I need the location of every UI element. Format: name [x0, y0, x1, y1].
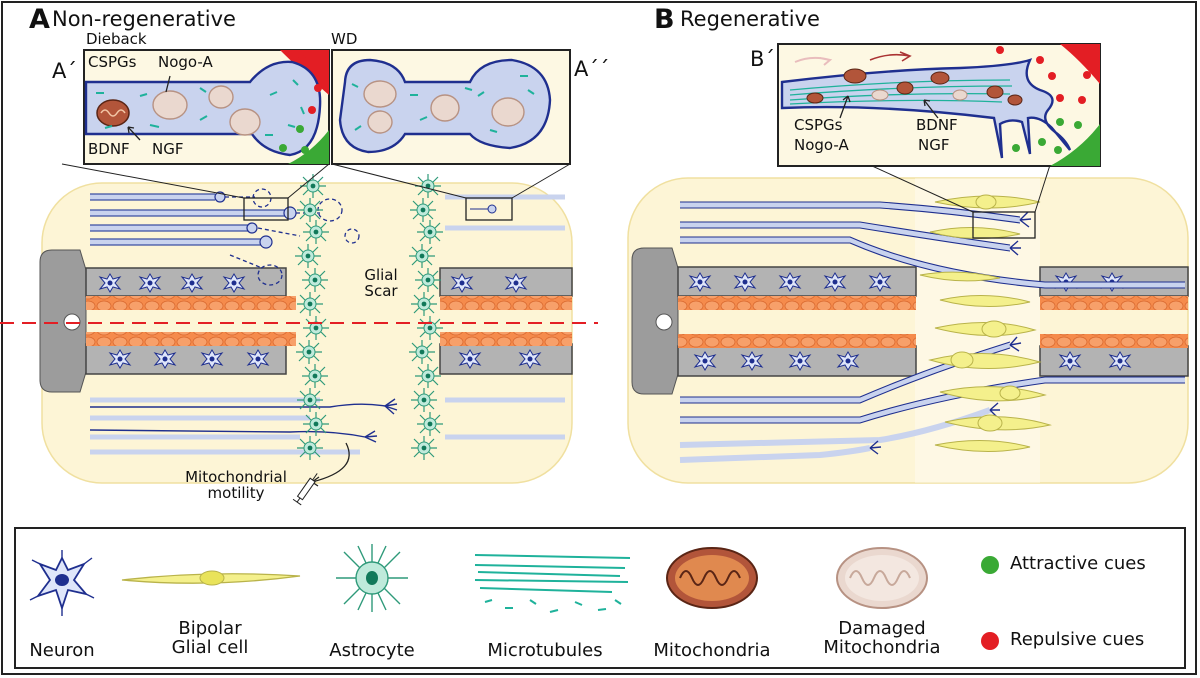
- legend-bipolar-line1: Bipolar: [178, 618, 242, 639]
- panel-b-title: Regenerative: [680, 7, 820, 31]
- neuron-icon: [29, 550, 95, 616]
- inset-a-double-prime: [331, 49, 571, 165]
- inset-a-prime-label: A´: [52, 59, 77, 83]
- legend-damaged-line1: Damaged: [838, 618, 926, 639]
- inset-a-double-prime-label: A´´: [574, 57, 610, 81]
- bipolar-glia-cluster: [919, 194, 1052, 452]
- dieback-label: Dieback: [86, 30, 147, 48]
- inset-b-prime-label: B´: [750, 47, 775, 71]
- legend-microtubules-label: Microtubules: [487, 640, 603, 661]
- mito-motility-line2: motility: [207, 483, 265, 502]
- panel-a-cord: [39, 163, 573, 506]
- legend-bipolar-line2: Glial cell: [171, 636, 249, 658]
- glial-scar-line1: Glial: [364, 266, 398, 284]
- mito-motility-line1: Mitochondrial: [185, 468, 287, 486]
- mito-motility-label: Mitochondrial motility: [166, 468, 306, 502]
- b-bdnf-label: BDNF: [916, 116, 958, 134]
- bdnf-label: BDNF: [88, 140, 130, 158]
- inset-a-prime: [83, 49, 330, 165]
- b-ngf-label: NGF: [918, 136, 950, 154]
- repulsive-cue-dot: [981, 632, 999, 650]
- wd-label: WD: [331, 30, 358, 48]
- glial-scar-label: Glial Scar: [356, 266, 406, 300]
- mitochondria-icon: [666, 547, 758, 609]
- legend-bipolar-label: Bipolar Glial cell: [150, 618, 270, 658]
- damaged-mitochondria-icon: [836, 547, 928, 609]
- legend-repulsive-label: Repulsive cues: [1010, 629, 1145, 650]
- microtubules-icon: [474, 554, 631, 613]
- b-cspgs-label: CSPGs: [794, 116, 843, 134]
- panel-b-letter: B: [654, 4, 675, 35]
- astrocyte-icon: [336, 544, 408, 612]
- attractive-cue-dot: [981, 556, 999, 574]
- panel-b-cord: [627, 164, 1189, 484]
- ngf-label: NGF: [152, 140, 184, 158]
- legend-damaged-line2: Mitochondria: [823, 636, 941, 658]
- bipolar-glial-cell-icon: [121, 570, 301, 586]
- legend-astrocyte-label: Astrocyte: [329, 640, 415, 661]
- nogo-label: Nogo-A: [158, 53, 213, 71]
- legend-mitochondria-label: Mitochondria: [653, 640, 771, 661]
- panel-a-letter: A: [29, 4, 50, 35]
- cspgs-label: CSPGs: [88, 53, 137, 71]
- glial-scar-line2: Scar: [364, 281, 398, 300]
- inset-b-prime: [777, 43, 1101, 167]
- legend-attractive-label: Attractive cues: [1010, 553, 1146, 574]
- panel-a-title: Non-regenerative: [52, 7, 236, 31]
- legend-neuron-label: Neuron: [29, 640, 95, 661]
- b-nogo-label: Nogo-A: [794, 136, 849, 154]
- legend-damaged-label: Damaged Mitochondria: [812, 618, 952, 658]
